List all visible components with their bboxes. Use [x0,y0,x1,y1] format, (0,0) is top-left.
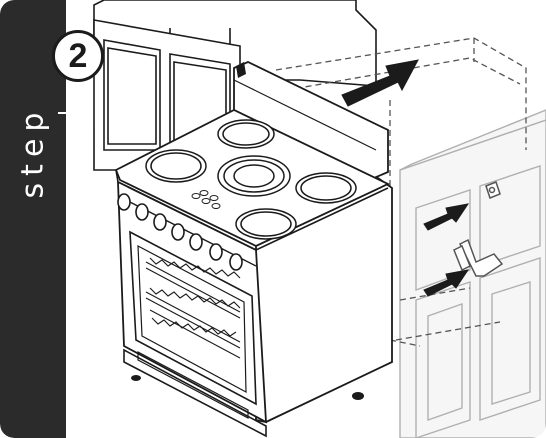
installation-illustration [66,0,546,438]
step-label: step [16,106,51,199]
step-number: 2 [69,39,88,73]
step-badge: 2 [52,30,104,82]
ghost-cabinet [400,110,546,438]
